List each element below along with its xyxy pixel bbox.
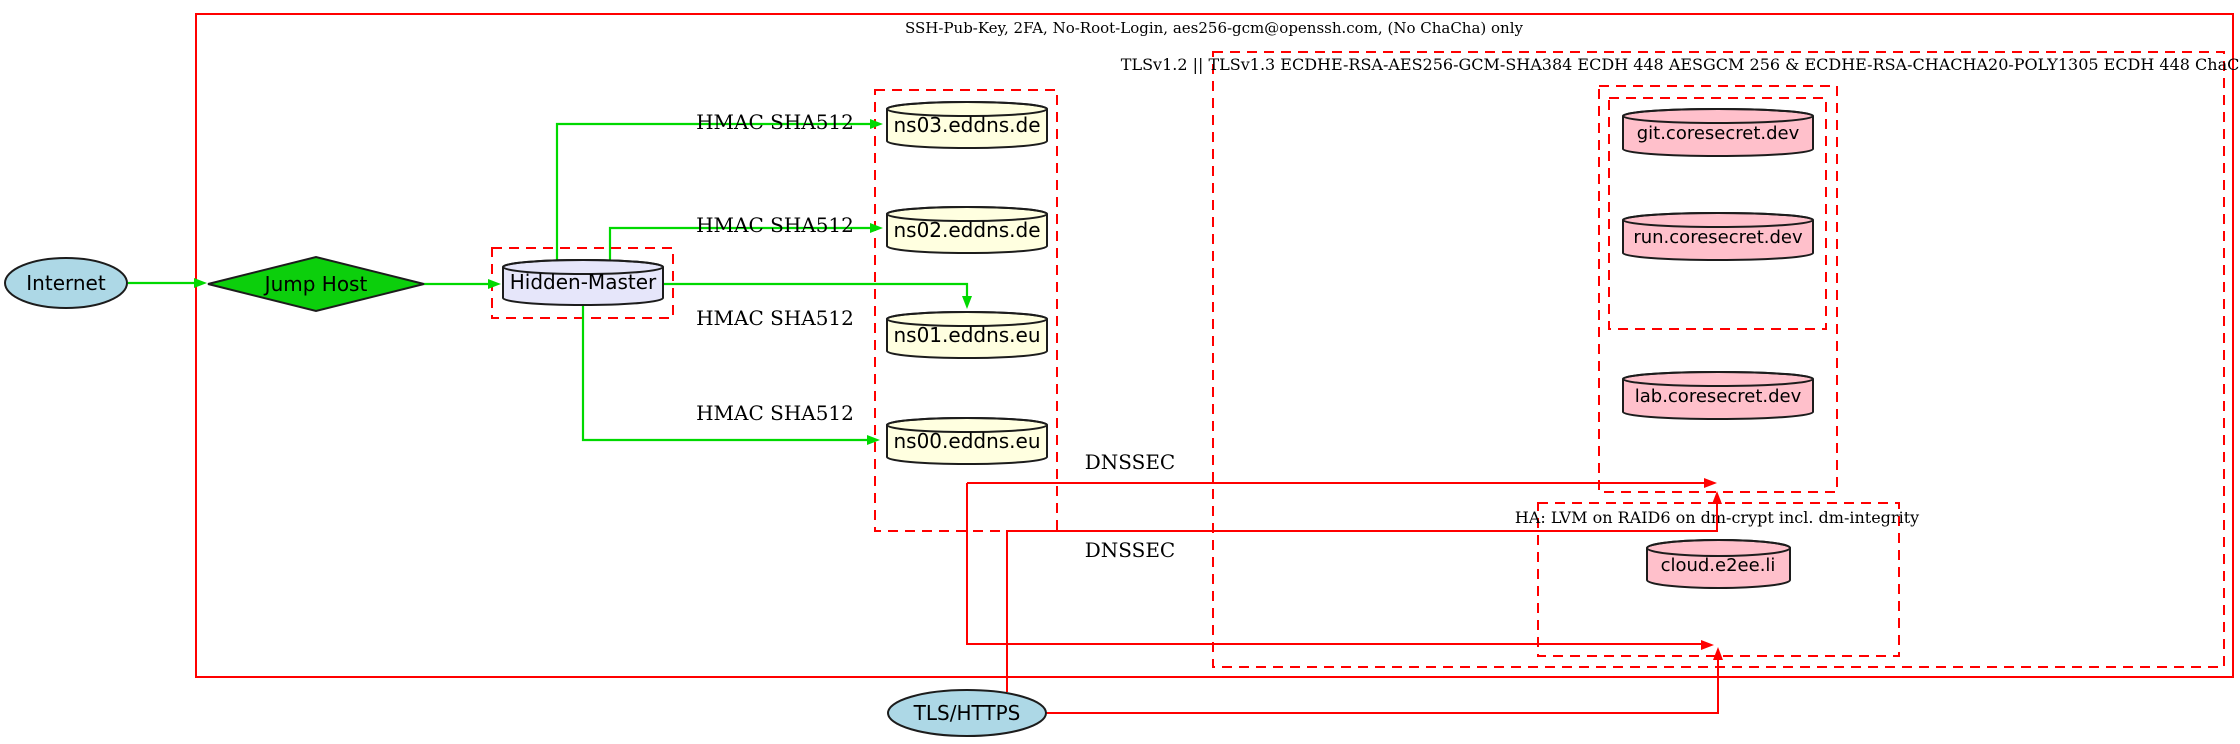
arrowhead bbox=[962, 296, 972, 309]
arrowhead bbox=[1713, 647, 1723, 660]
node-lab: lab.coresecret.dev bbox=[1622, 371, 1814, 420]
edge-dnssec-upper bbox=[967, 478, 1717, 488]
edge-label-dnssec-1: DNSSEC bbox=[1085, 450, 1176, 474]
node-ns03: ns03.eddns.de bbox=[886, 101, 1048, 149]
node-ns00: ns00.eddns.eu bbox=[886, 417, 1048, 465]
arrowhead bbox=[1712, 491, 1722, 504]
node-lab-label: lab.coresecret.dev bbox=[1635, 386, 1802, 407]
edge-tlshttps-ha bbox=[1046, 647, 1723, 714]
ssh-cluster-label: SSH-Pub-Key, 2FA, No-Root-Login, aes256-… bbox=[905, 19, 1524, 37]
arrowhead bbox=[870, 223, 883, 233]
node-run: run.coresecret.dev bbox=[1622, 212, 1814, 261]
node-tls-https-label: TLS/HTTPS bbox=[913, 701, 1021, 725]
node-ns00-label: ns00.eddns.eu bbox=[893, 429, 1040, 453]
arrowhead bbox=[867, 435, 880, 445]
tls-cluster-label: TLSv1.2 || TLSv1.3 ECDHE-RSA-AES256-GCM-… bbox=[1121, 55, 2240, 74]
node-internet-label: Internet bbox=[26, 271, 106, 295]
edge-hiddenmaster-ns02 bbox=[608, 223, 883, 261]
cluster-ssh-border bbox=[195, 13, 2234, 678]
edge-label-hmac-3: HMAC SHA512 bbox=[696, 306, 854, 330]
node-ns02: ns02.eddns.de bbox=[886, 206, 1048, 254]
node-hidden-master: Hidden-Master bbox=[502, 259, 664, 306]
node-tls-https: TLS/HTTPS bbox=[887, 689, 1047, 737]
node-jump-host: Jump Host bbox=[207, 255, 425, 313]
edge-label-dnssec-2: DNSSEC bbox=[1085, 538, 1176, 562]
edge-tlshttps-coresecret bbox=[1006, 491, 1722, 692]
node-hidden-master-label: Hidden-Master bbox=[510, 270, 657, 294]
edge-hiddenmaster-ns01 bbox=[664, 282, 972, 309]
arrowhead bbox=[1704, 478, 1717, 488]
edge-label-hmac-4: HMAC SHA512 bbox=[696, 401, 854, 425]
cluster-coresecret-border bbox=[1598, 85, 1838, 493]
edge-label-hmac-1: HMAC SHA512 bbox=[696, 110, 854, 134]
node-internet: Internet bbox=[4, 257, 128, 309]
arrowhead bbox=[870, 119, 883, 129]
edge-jumphost-hiddenmaster bbox=[424, 279, 501, 289]
node-ns01: ns01.eddns.eu bbox=[886, 311, 1048, 359]
cluster-gitrun-border bbox=[1608, 97, 1827, 330]
arrowhead bbox=[488, 279, 501, 289]
node-git-label: git.coresecret.dev bbox=[1637, 123, 1800, 144]
node-ns03-label: ns03.eddns.de bbox=[893, 113, 1040, 137]
arrowhead bbox=[194, 278, 207, 288]
edge-internet-jumphost bbox=[128, 278, 207, 288]
edge-dnssec-lower bbox=[966, 483, 1714, 650]
edge-label-hmac-2: HMAC SHA512 bbox=[696, 213, 854, 237]
node-ns01-label: ns01.eddns.eu bbox=[893, 323, 1040, 347]
node-jump-host-label: Jump Host bbox=[263, 272, 368, 296]
node-cloud-label: cloud.e2ee.li bbox=[1661, 555, 1776, 576]
arrowhead bbox=[1701, 640, 1714, 650]
node-cloud: cloud.e2ee.li bbox=[1646, 539, 1791, 589]
node-git: git.coresecret.dev bbox=[1622, 108, 1814, 157]
edge-hiddenmaster-ns00 bbox=[581, 305, 880, 445]
node-run-label: run.coresecret.dev bbox=[1633, 227, 1803, 248]
edge-hiddenmaster-ns03 bbox=[555, 119, 883, 261]
node-ns02-label: ns02.eddns.de bbox=[893, 218, 1040, 242]
